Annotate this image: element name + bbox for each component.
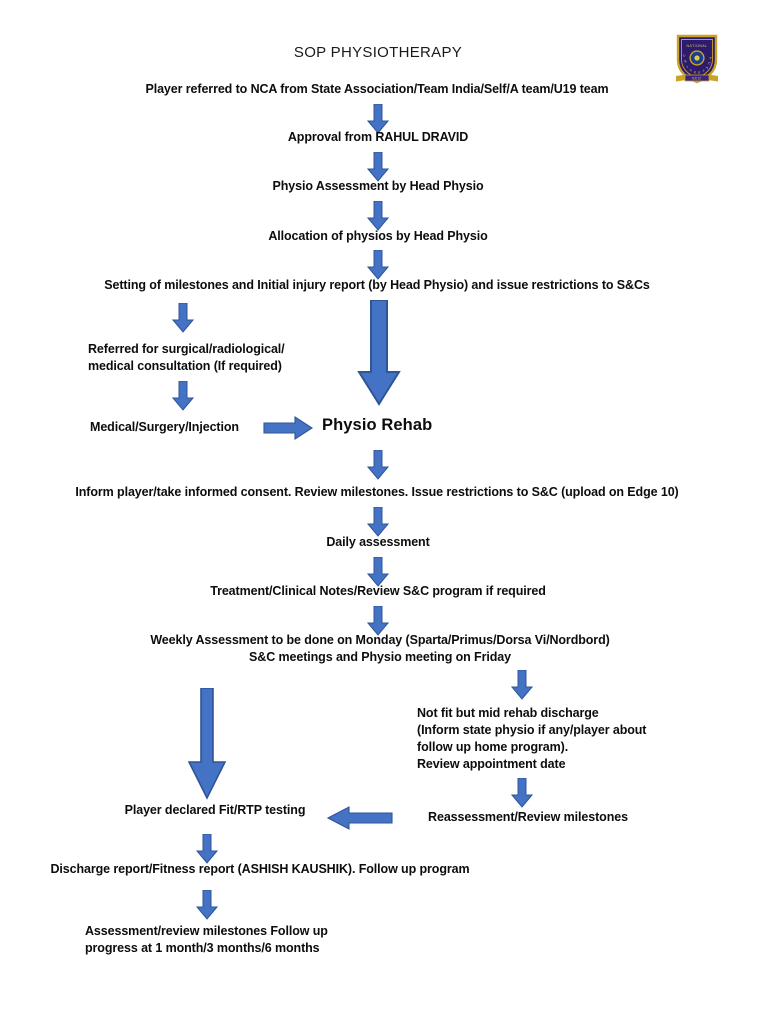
node-treatment-clinical-notes: Treatment/Clinical Notes/Review S&C prog… xyxy=(210,584,546,598)
node-allocation-of-physios: Allocation of physios by Head Physio xyxy=(268,229,488,243)
node-inform-player-consent: Inform player/take informed consent. Rev… xyxy=(75,485,679,499)
arrow-rehab-to-inform-down-icon xyxy=(367,450,389,480)
svg-text:T: T xyxy=(702,69,705,73)
node-followup-progress: Assessment/review milestones Follow up p… xyxy=(85,924,328,955)
node-discharge-fitness-report: Discharge report/Fitness report (ASHISH … xyxy=(50,862,470,876)
arrow-weekly-to-fit-rtp-long-down-icon xyxy=(188,688,226,800)
arrow-reassessment-to-fit-rtp-left-icon xyxy=(327,806,393,830)
svg-text:C: C xyxy=(707,61,712,66)
node-weekly-assessment: Weekly Assessment to be done on Monday (… xyxy=(150,633,610,664)
svg-text:C: C xyxy=(682,53,687,58)
svg-text:C: C xyxy=(689,68,693,73)
arrow-daily-to-treatment-down-icon xyxy=(367,557,389,587)
arrow-surgical-to-medical-down-icon xyxy=(172,381,194,411)
arrow-inform-to-daily-down-icon xyxy=(367,507,389,537)
arrow-weekly-to-notfit-down-icon xyxy=(511,670,533,700)
svg-text:K: K xyxy=(694,70,697,74)
svg-text:A: A xyxy=(705,66,710,71)
svg-text:R: R xyxy=(683,59,688,64)
arrow-approval-to-assessment-down-icon xyxy=(367,152,389,182)
node-referred-surgical-consultation: Referred for surgical/radiological/ medi… xyxy=(88,342,285,373)
svg-text:A: A xyxy=(708,56,713,60)
arrow-referral-to-approval-down-icon xyxy=(367,104,389,134)
svg-text:BCCI: BCCI xyxy=(692,76,701,80)
node-daily-assessment: Daily assessment xyxy=(326,535,430,549)
arrow-allocation-to-milestones-down-icon xyxy=(367,250,389,280)
node-player-referral: Player referred to NCA from State Associ… xyxy=(145,82,609,96)
page-title: SOP PHYSIOTHERAPY xyxy=(293,44,463,61)
arrow-milestones-to-physio-rehab-long-down-icon xyxy=(357,300,401,406)
node-approval-rahul-dravid: Approval from RAHUL DRAVID xyxy=(287,130,469,144)
arrow-notfit-to-reassessment-down-icon xyxy=(511,778,533,808)
node-medical-surgery-injection: Medical/Surgery/Injection xyxy=(90,420,239,434)
svg-text:I: I xyxy=(686,65,689,69)
national-cricket-academy-crest-icon: NATIONAL C R I C K E T A C A BCCI xyxy=(674,32,720,84)
node-player-declared-fit-rtp: Player declared Fit/RTP testing xyxy=(124,803,306,817)
node-physio-assessment: Physio Assessment by Head Physio xyxy=(272,179,484,193)
arrow-discharge-to-followup-down-icon xyxy=(196,890,218,920)
node-not-fit-mid-rehab-discharge: Not fit but mid rehab discharge (Inform … xyxy=(417,706,647,771)
arrow-assessment-to-allocation-down-icon xyxy=(367,201,389,231)
svg-text:E: E xyxy=(698,71,702,75)
arrow-treatment-to-weekly-down-icon xyxy=(367,606,389,636)
svg-text:NATIONAL: NATIONAL xyxy=(687,44,708,48)
node-physio-rehab: Physio Rehab xyxy=(322,416,433,434)
node-setting-milestones: Setting of milestones and Initial injury… xyxy=(104,278,650,292)
arrow-fit-to-discharge-down-icon xyxy=(196,834,218,864)
arrow-medical-to-physio-rehab-right-icon xyxy=(263,416,313,440)
arrow-milestones-to-surgical-down-icon xyxy=(172,303,194,333)
node-reassessment-review-milestones: Reassessment/Review milestones xyxy=(428,810,628,824)
